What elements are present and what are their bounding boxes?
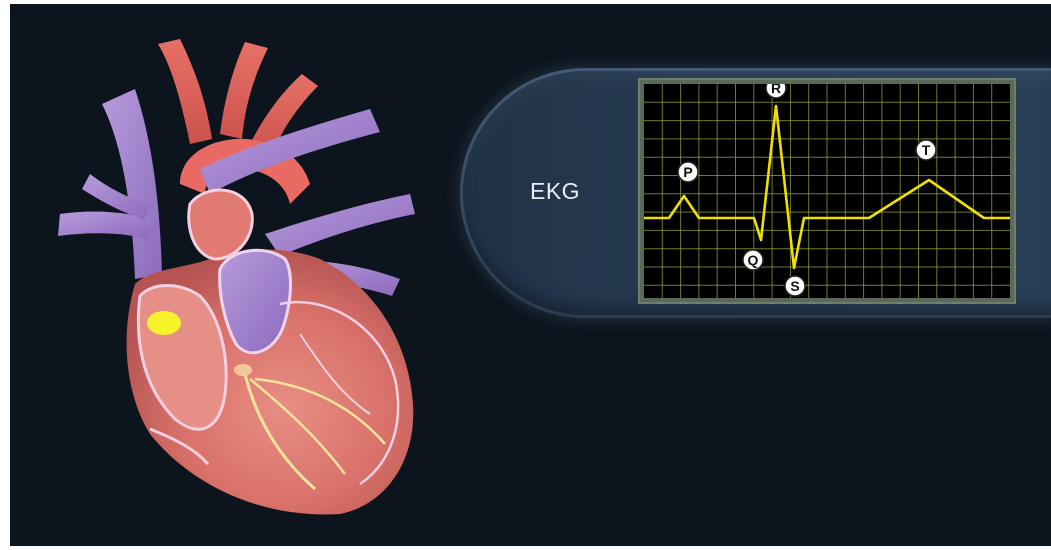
aorta-branch-middle bbox=[220, 42, 268, 139]
illustration-stage: EKG P Q R bbox=[10, 4, 1051, 546]
wave-label-p: P bbox=[683, 164, 692, 180]
ekg-monitor: P Q R S T bbox=[638, 78, 1016, 304]
wave-label-q: Q bbox=[748, 252, 759, 268]
ekg-grid bbox=[644, 84, 1010, 298]
wave-badge-q: Q bbox=[743, 250, 763, 270]
wave-badge-s: S bbox=[785, 276, 805, 296]
heart-illustration bbox=[40, 34, 450, 534]
pulmonary-artery-right bbox=[265, 194, 415, 256]
wave-label-s: S bbox=[790, 278, 799, 294]
ekg-graph: P Q R S T bbox=[644, 84, 1010, 298]
ekg-label: EKG bbox=[530, 178, 610, 205]
wave-label-r: R bbox=[771, 84, 781, 96]
aorta-branch-left bbox=[158, 39, 212, 144]
ekg-panel: EKG P Q R bbox=[460, 68, 1051, 318]
wave-badge-r: R bbox=[766, 84, 786, 98]
sa-node bbox=[147, 311, 181, 335]
wave-label-t: T bbox=[922, 142, 931, 158]
av-node bbox=[234, 364, 252, 376]
superior-vena-cava bbox=[102, 89, 162, 279]
wave-badge-t: T bbox=[916, 140, 936, 160]
ekg-screen: P Q R S T bbox=[644, 84, 1010, 298]
wave-badge-p: P bbox=[678, 162, 698, 182]
left-atrium bbox=[189, 190, 253, 259]
heart-drawing bbox=[40, 34, 450, 534]
